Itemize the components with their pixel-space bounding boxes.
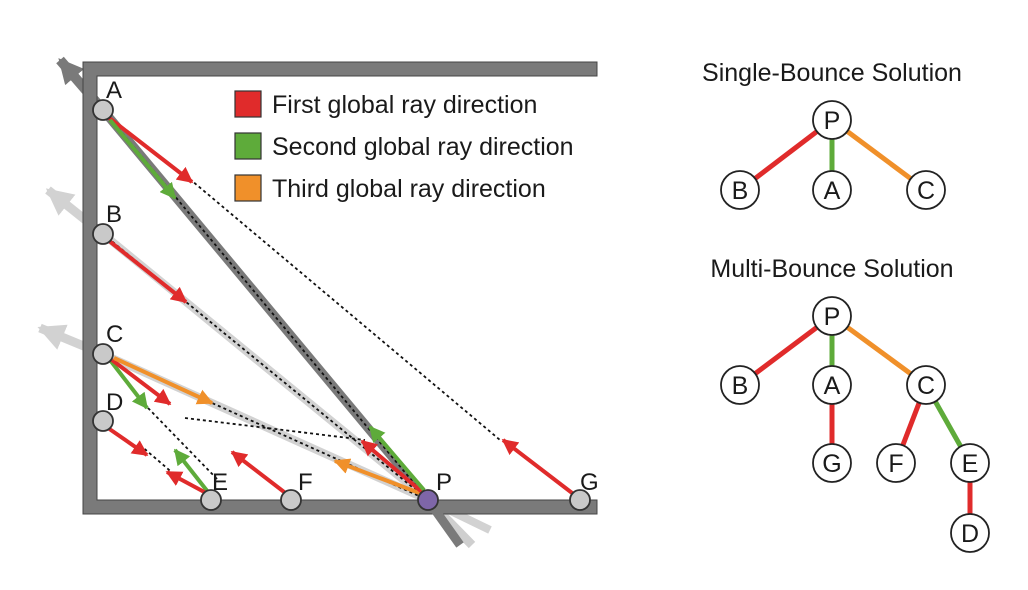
multi-bounce-title: Multi-Bounce Solution <box>710 255 953 283</box>
mb-node-d <box>950 513 990 553</box>
ray-arrows <box>106 115 578 498</box>
label-d: D <box>106 389 123 416</box>
mb-node-a <box>812 365 852 405</box>
point-c <box>92 343 114 365</box>
label-f: F <box>298 469 313 496</box>
label-a: A <box>106 77 122 104</box>
sb-node-a <box>812 170 852 210</box>
legend-swatch-orange <box>234 174 262 202</box>
legend-swatch-green <box>234 132 262 160</box>
sb-node-p <box>812 100 852 140</box>
mb-text-c: C <box>917 372 935 400</box>
multi-bounce-tree: Multi-Bounce Solution P B A C G F E D <box>710 255 990 553</box>
label-p: P <box>436 469 452 496</box>
label-b: B <box>106 201 122 228</box>
point-b <box>92 223 114 245</box>
mb-text-f: F <box>888 450 903 478</box>
wall <box>82 61 598 515</box>
mb-text-d: D <box>961 520 979 548</box>
mb-text-b: B <box>732 372 749 400</box>
label-c: C <box>106 321 123 348</box>
point-p <box>417 489 439 511</box>
sb-node-c <box>906 170 946 210</box>
point-a <box>92 99 114 121</box>
single-bounce-tree: Single-Bounce Solution P B A C <box>702 59 962 210</box>
point-g <box>569 489 591 511</box>
mb-node-e <box>950 443 990 483</box>
mb-node-p <box>812 296 852 336</box>
legend-label-second: Second global ray direction <box>272 133 574 161</box>
mb-node-c <box>906 365 946 405</box>
label-g: G <box>580 469 599 496</box>
sb-text-p: P <box>824 107 841 135</box>
legend-swatch-red <box>234 90 262 118</box>
point-d <box>92 410 114 432</box>
mb-node-g <box>812 443 852 483</box>
legend-label-first: First global ray direction <box>272 91 537 119</box>
point-f <box>280 489 302 511</box>
sb-text-a: A <box>824 177 841 205</box>
mb-node-f <box>876 443 916 483</box>
point-labels: A B C D E F P G <box>106 77 599 496</box>
label-e: E <box>212 469 228 496</box>
sb-text-b: B <box>732 177 749 205</box>
point-e <box>200 489 222 511</box>
wall-points <box>92 99 591 511</box>
single-bounce-title: Single-Bounce Solution <box>702 59 962 87</box>
mb-text-a: A <box>824 372 841 400</box>
mb-text-p: P <box>824 303 841 331</box>
legend-label-third: Third global ray direction <box>272 175 546 203</box>
mb-text-e: E <box>962 450 979 478</box>
sb-text-c: C <box>917 177 935 205</box>
legend: First global ray direction Second global… <box>234 90 574 203</box>
sb-node-b <box>720 170 760 210</box>
mb-node-b <box>720 365 760 405</box>
mb-text-g: G <box>822 450 841 478</box>
